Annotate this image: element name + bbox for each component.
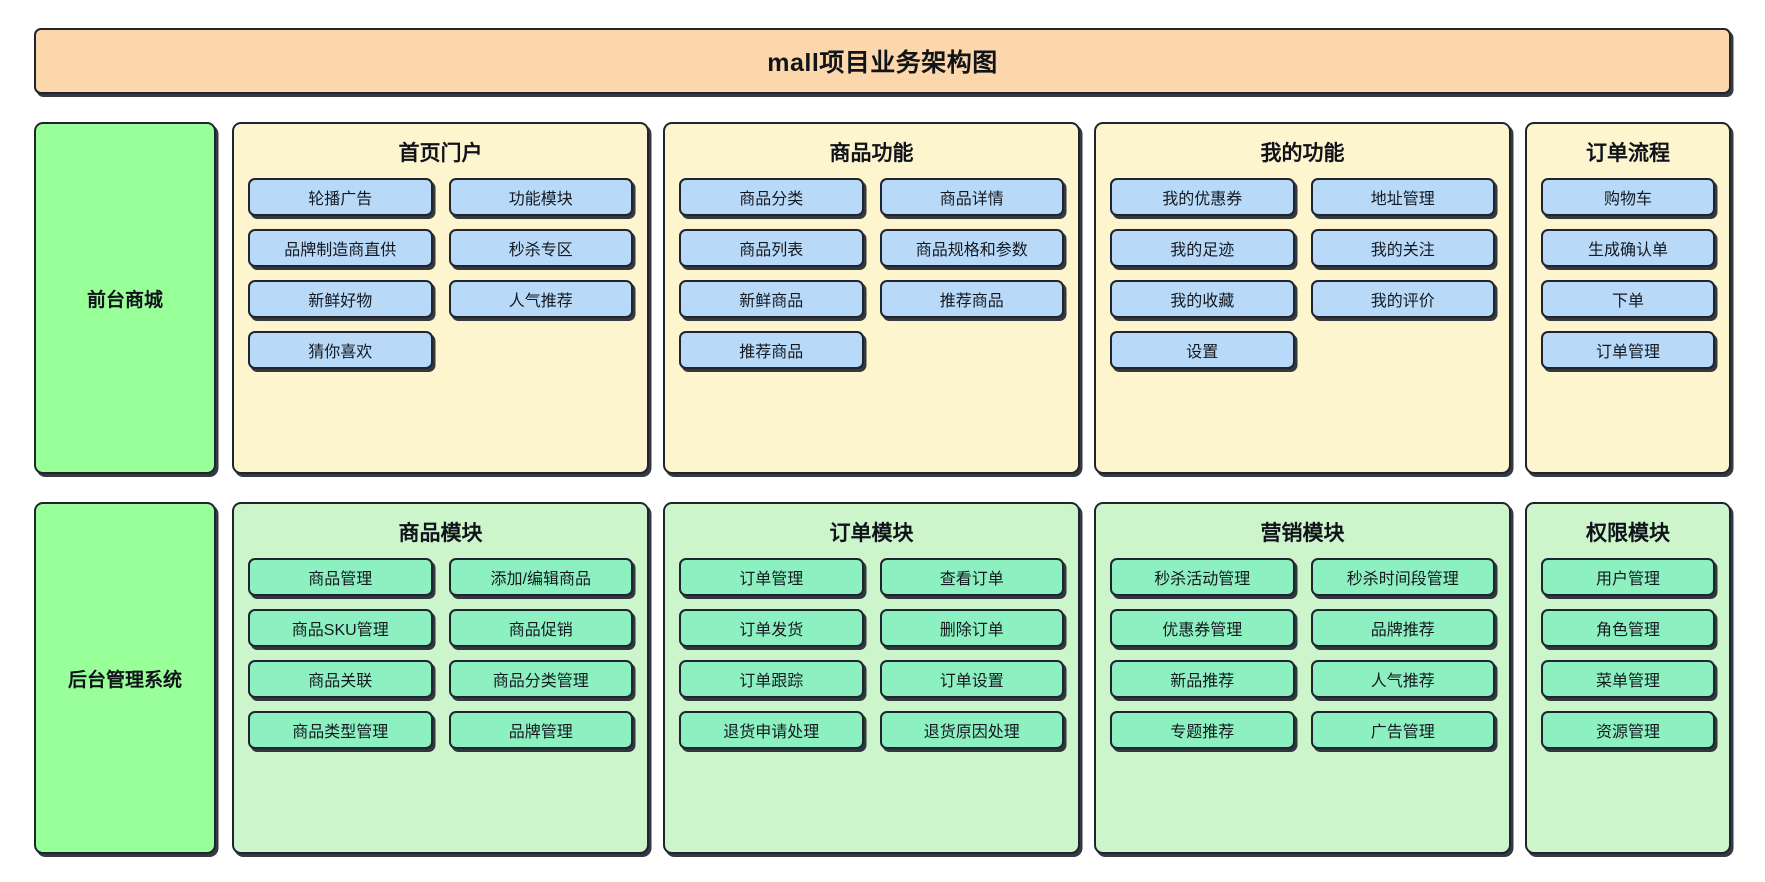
panel-order-flow-title: 订单流程: [1586, 142, 1670, 165]
side-label-backend: 后台管理系统: [34, 502, 216, 854]
item-marketing-module-5[interactable]: 人气推荐: [1310, 660, 1495, 699]
panel-product-features-title: 商品功能: [829, 142, 914, 165]
panel-marketing-module: 营销模块 秒杀活动管理 秒杀时间段管理 优惠券管理 品牌推荐 新品推荐 人气推荐…: [1094, 502, 1511, 854]
item-my-features-4[interactable]: 我的收藏: [1110, 280, 1295, 319]
item-product-module-3[interactable]: 商品促销: [448, 609, 633, 648]
panel-order-flow-items: 购物车 生成确认单 下单 订单管理: [1541, 178, 1715, 370]
panel-my-features: 我的功能 我的优惠券 地址管理 我的足迹 我的关注 我的收藏 我的评价 设置: [1094, 122, 1511, 474]
panel-home-portal-title: 首页门户: [398, 142, 483, 165]
item-product-features-1[interactable]: 商品详情: [879, 178, 1064, 217]
panel-marketing-module-title: 营销模块: [1260, 522, 1345, 545]
panel-my-features-items: 我的优惠券 地址管理 我的足迹 我的关注 我的收藏 我的评价 设置: [1110, 178, 1495, 370]
panel-my-features-title: 我的功能: [1260, 142, 1345, 165]
panel-order-module-items: 订单管理 查看订单 订单发货 删除订单 订单跟踪 订单设置 退货申请处理 退货原…: [679, 558, 1064, 750]
item-home-portal-5[interactable]: 人气推荐: [448, 280, 633, 319]
item-permission-module-3[interactable]: 资源管理: [1541, 711, 1715, 750]
item-order-flow-2[interactable]: 下单: [1541, 280, 1715, 319]
item-my-features-6[interactable]: 设置: [1110, 331, 1295, 370]
item-product-features-5[interactable]: 推荐商品: [879, 280, 1064, 319]
item-product-features-4[interactable]: 新鲜商品: [679, 280, 864, 319]
panel-order-module-title: 订单模块: [829, 522, 914, 545]
item-product-module-4[interactable]: 商品关联: [248, 660, 433, 699]
item-permission-module-2[interactable]: 菜单管理: [1541, 660, 1715, 699]
item-product-module-7[interactable]: 品牌管理: [448, 711, 633, 750]
item-order-module-4[interactable]: 订单跟踪: [679, 660, 864, 699]
item-marketing-module-7[interactable]: 广告管理: [1310, 711, 1495, 750]
item-my-features-3[interactable]: 我的关注: [1310, 229, 1495, 268]
item-marketing-module-6[interactable]: 专题推荐: [1110, 711, 1295, 750]
item-home-portal-3[interactable]: 秒杀专区: [448, 229, 633, 268]
diagram-title-banner: mall项目业务架构图: [34, 28, 1731, 94]
panel-order-flow: 订单流程 购物车 生成确认单 下单 订单管理: [1525, 122, 1731, 474]
item-marketing-module-0[interactable]: 秒杀活动管理: [1110, 558, 1295, 597]
panel-group-frontend: 首页门户 轮播广告 功能模块 品牌制造商直供 秒杀专区 新鲜好物 人气推荐 猜你…: [232, 122, 1731, 474]
item-product-features-6[interactable]: 推荐商品: [679, 331, 864, 370]
item-permission-module-0[interactable]: 用户管理: [1541, 558, 1715, 597]
panel-product-module-items: 商品管理 添加/编辑商品 商品SKU管理 商品促销 商品关联 商品分类管理 商品…: [248, 558, 633, 750]
panel-permission-module-items: 用户管理 角色管理 菜单管理 资源管理: [1541, 558, 1715, 750]
item-home-portal-0[interactable]: 轮播广告: [248, 178, 433, 217]
item-order-flow-3[interactable]: 订单管理: [1541, 331, 1715, 370]
panel-product-features: 商品功能 商品分类 商品详情 商品列表 商品规格和参数 新鲜商品 推荐商品 推荐…: [663, 122, 1080, 474]
item-home-portal-2[interactable]: 品牌制造商直供: [248, 229, 433, 268]
item-order-module-0[interactable]: 订单管理: [679, 558, 864, 597]
item-product-module-6[interactable]: 商品类型管理: [248, 711, 433, 750]
panel-product-module-title: 商品模块: [398, 522, 483, 545]
item-order-module-1[interactable]: 查看订单: [879, 558, 1064, 597]
item-home-portal-4[interactable]: 新鲜好物: [248, 280, 433, 319]
item-order-module-6[interactable]: 退货申请处理: [679, 711, 864, 750]
item-marketing-module-4[interactable]: 新品推荐: [1110, 660, 1295, 699]
item-product-module-2[interactable]: 商品SKU管理: [248, 609, 433, 648]
item-product-features-3[interactable]: 商品规格和参数: [879, 229, 1064, 268]
item-product-module-5[interactable]: 商品分类管理: [448, 660, 633, 699]
panel-product-features-items: 商品分类 商品详情 商品列表 商品规格和参数 新鲜商品 推荐商品 推荐商品: [679, 178, 1064, 370]
item-marketing-module-1[interactable]: 秒杀时间段管理: [1310, 558, 1495, 597]
item-order-module-7[interactable]: 退货原因处理: [879, 711, 1064, 750]
item-product-features-2[interactable]: 商品列表: [679, 229, 864, 268]
item-home-portal-6[interactable]: 猜你喜欢: [248, 331, 433, 370]
item-my-features-2[interactable]: 我的足迹: [1110, 229, 1295, 268]
row-frontend: 前台商城 首页门户 轮播广告 功能模块 品牌制造商直供 秒杀专区 新鲜好物 人气…: [34, 122, 1731, 474]
panel-home-portal: 首页门户 轮播广告 功能模块 品牌制造商直供 秒杀专区 新鲜好物 人气推荐 猜你…: [232, 122, 649, 474]
row-backend: 后台管理系统 商品模块 商品管理 添加/编辑商品 商品SKU管理 商品促销 商品…: [34, 502, 1731, 854]
item-product-module-0[interactable]: 商品管理: [248, 558, 433, 597]
item-my-features-1[interactable]: 地址管理: [1310, 178, 1495, 217]
panel-order-module: 订单模块 订单管理 查看订单 订单发货 删除订单 订单跟踪 订单设置 退货申请处…: [663, 502, 1080, 854]
panel-group-backend: 商品模块 商品管理 添加/编辑商品 商品SKU管理 商品促销 商品关联 商品分类…: [232, 502, 1731, 854]
item-marketing-module-3[interactable]: 品牌推荐: [1310, 609, 1495, 648]
item-marketing-module-2[interactable]: 优惠券管理: [1110, 609, 1295, 648]
panel-permission-module-title: 权限模块: [1586, 522, 1670, 545]
item-product-module-1[interactable]: 添加/编辑商品: [448, 558, 633, 597]
item-order-module-2[interactable]: 订单发货: [679, 609, 864, 648]
panel-home-portal-items: 轮播广告 功能模块 品牌制造商直供 秒杀专区 新鲜好物 人气推荐 猜你喜欢: [248, 178, 633, 370]
item-order-flow-0[interactable]: 购物车: [1541, 178, 1715, 217]
item-my-features-0[interactable]: 我的优惠券: [1110, 178, 1295, 217]
side-label-backend-text: 后台管理系统: [67, 669, 182, 691]
panel-permission-module: 权限模块 用户管理 角色管理 菜单管理 资源管理: [1525, 502, 1731, 854]
diagram-title: mall项目业务架构图: [767, 49, 998, 77]
item-order-flow-1[interactable]: 生成确认单: [1541, 229, 1715, 268]
side-label-frontend: 前台商城: [34, 122, 216, 474]
item-home-portal-1[interactable]: 功能模块: [448, 178, 633, 217]
item-my-features-5[interactable]: 我的评价: [1310, 280, 1495, 319]
side-label-frontend-text: 前台商城: [86, 289, 163, 311]
panel-product-module: 商品模块 商品管理 添加/编辑商品 商品SKU管理 商品促销 商品关联 商品分类…: [232, 502, 649, 854]
item-product-features-0[interactable]: 商品分类: [679, 178, 864, 217]
item-order-module-3[interactable]: 删除订单: [879, 609, 1064, 648]
item-order-module-5[interactable]: 订单设置: [879, 660, 1064, 699]
panel-marketing-module-items: 秒杀活动管理 秒杀时间段管理 优惠券管理 品牌推荐 新品推荐 人气推荐 专题推荐…: [1110, 558, 1495, 750]
item-permission-module-1[interactable]: 角色管理: [1541, 609, 1715, 648]
